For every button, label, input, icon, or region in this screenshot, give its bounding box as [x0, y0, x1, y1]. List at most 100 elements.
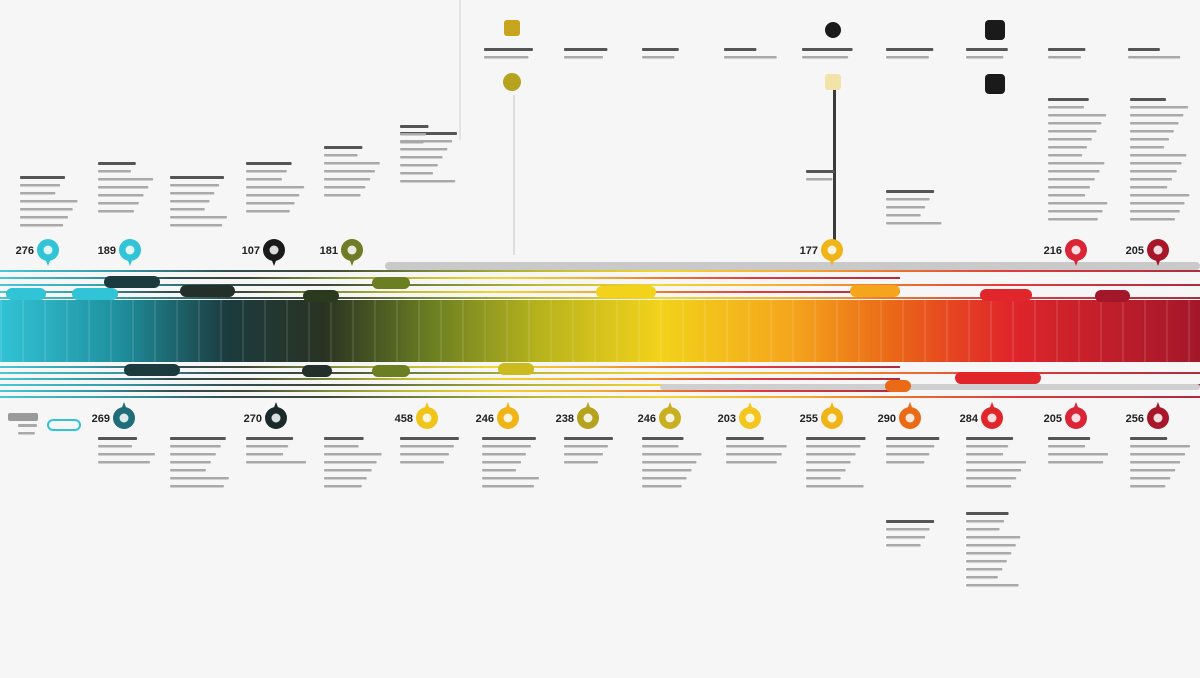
text-line — [324, 162, 380, 165]
text-line — [1130, 194, 1190, 197]
text-line — [966, 48, 1008, 51]
text-line — [20, 208, 73, 211]
text-line — [324, 485, 362, 488]
text-line — [1048, 170, 1100, 173]
text-line — [1130, 186, 1168, 189]
text-line — [482, 453, 527, 456]
text-line — [642, 461, 697, 464]
text-line — [726, 453, 782, 456]
text-line — [246, 210, 290, 213]
text-line — [246, 453, 284, 456]
text-line — [1130, 154, 1187, 157]
text-line — [1130, 477, 1171, 480]
stripe-line — [0, 284, 1200, 286]
band-stripe — [220, 300, 222, 362]
text-line — [806, 445, 861, 448]
milestone-number: 181 — [320, 245, 338, 257]
text-line — [246, 178, 282, 181]
milestone-number: 246 — [638, 413, 656, 425]
milestone-number: 203 — [718, 413, 736, 425]
text-line — [966, 56, 1004, 59]
text-line — [1048, 114, 1107, 117]
text-line — [1048, 202, 1108, 205]
band-stripe — [0, 300, 2, 362]
band-stripe — [1012, 300, 1014, 362]
text-line — [966, 544, 1016, 547]
milestone-number: 107 — [242, 245, 260, 257]
text-line — [966, 568, 1003, 571]
band-stripe — [616, 300, 618, 362]
milestone-number: 256 — [1126, 413, 1144, 425]
text-line — [642, 477, 687, 480]
text-line — [170, 224, 223, 227]
color-band — [0, 300, 1200, 362]
band-stripe — [902, 300, 904, 362]
band-stripe — [550, 300, 552, 362]
text-line — [886, 544, 921, 547]
text-line — [324, 453, 382, 456]
text-line — [886, 222, 942, 225]
band-stripe — [418, 300, 420, 362]
text-line — [400, 148, 448, 151]
band-stripe — [44, 300, 46, 362]
text-line — [1130, 210, 1180, 213]
band-stripe — [726, 300, 728, 362]
text-line — [1048, 154, 1083, 157]
text-line — [642, 469, 692, 472]
text-line — [484, 48, 533, 51]
milestone: 205 — [1044, 402, 1087, 429]
band-stripe — [946, 300, 948, 362]
device-icon — [985, 74, 1005, 94]
plain-dot-icon — [125, 245, 135, 255]
text-line — [20, 184, 61, 187]
text-line — [400, 461, 445, 464]
text-line — [20, 200, 78, 203]
text-line — [1130, 106, 1189, 109]
text-line — [170, 477, 229, 480]
band-stripe — [66, 300, 68, 362]
text-line — [966, 560, 1007, 563]
text-line — [564, 56, 604, 59]
text-line — [966, 477, 1017, 480]
milestone: 203 — [718, 402, 761, 429]
text-line — [564, 48, 608, 51]
stripe-line — [0, 366, 900, 368]
band-stripe — [242, 300, 244, 362]
text-line — [1048, 98, 1089, 101]
milestone: 246 — [638, 402, 681, 429]
text-line — [642, 485, 682, 488]
band-stripe — [374, 300, 376, 362]
text-line — [886, 461, 925, 464]
text-line — [170, 437, 226, 440]
rail-capsule — [303, 290, 339, 302]
text-line — [1130, 218, 1175, 221]
band-stripe — [528, 300, 530, 362]
text-line — [726, 437, 764, 440]
milestone-number: 269 — [92, 413, 110, 425]
briefcase-icon — [1071, 413, 1081, 423]
text-line — [806, 437, 866, 440]
text-line — [400, 172, 433, 175]
milestone-number: 276 — [16, 245, 34, 257]
text-line — [1048, 461, 1104, 464]
rail-capsules — [6, 276, 1130, 392]
text-line — [886, 536, 926, 539]
milestone-number: 458 — [395, 413, 413, 425]
rail-capsule — [498, 363, 534, 375]
text-line — [324, 477, 367, 480]
text-line — [806, 178, 833, 181]
stripe-line — [0, 378, 900, 380]
text-line — [1048, 218, 1098, 221]
text-line — [642, 437, 684, 440]
band-stripe — [352, 300, 354, 362]
text-line — [1048, 56, 1081, 59]
text-line — [1130, 202, 1185, 205]
bulb-icon — [745, 413, 755, 423]
text-line — [1130, 114, 1184, 117]
band-stripe — [792, 300, 794, 362]
lock-icon — [1071, 245, 1081, 255]
text-line — [642, 453, 702, 456]
band-stripe — [770, 300, 772, 362]
band-stripe — [1122, 300, 1124, 362]
